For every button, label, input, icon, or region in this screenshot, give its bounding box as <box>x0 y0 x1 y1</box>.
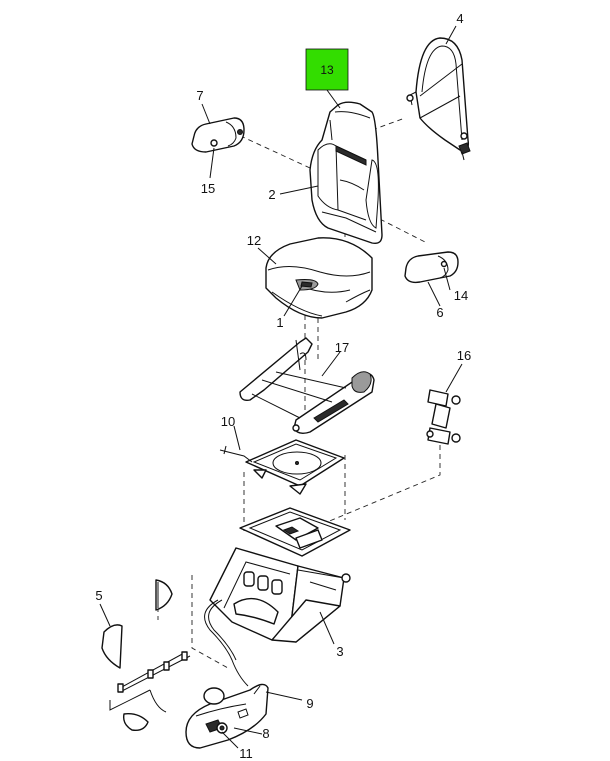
callout-8: 8 <box>262 726 269 741</box>
suspension-top-plate <box>239 507 351 557</box>
cable <box>204 599 249 687</box>
callout-3: 3 <box>336 644 343 659</box>
part-10-swivel-plate <box>219 439 345 495</box>
callout-12: 12 <box>247 233 261 248</box>
callout-14: 14 <box>454 288 468 303</box>
callout-7: 7 <box>196 88 203 103</box>
leader-lines <box>99 25 463 749</box>
callout-2: 2 <box>268 187 275 202</box>
highlight-label-13: 13 <box>320 63 334 77</box>
callout-numbers: 1 2 3 4 5 6 7 8 9 10 11 12 13 14 15 16 1… <box>95 11 471 761</box>
highlight-box-13 <box>305 48 349 91</box>
part-7-armrest-left <box>191 117 245 153</box>
callout-1: 1 <box>276 315 283 330</box>
part-4-backrest-frame <box>406 37 471 161</box>
part-13-seat-back <box>309 101 383 245</box>
part-16-shock-absorber <box>426 389 461 445</box>
part-5-cover <box>101 579 173 669</box>
part-12-seat-cushion <box>265 237 373 319</box>
callout-9: 9 <box>306 696 313 711</box>
callout-11: 11 <box>239 746 253 761</box>
callout-5: 5 <box>95 588 102 603</box>
part-3-suspension-base <box>209 547 351 643</box>
callout-17: 17 <box>335 340 349 355</box>
part-9-control-console <box>185 683 269 749</box>
callout-4: 4 <box>456 11 463 26</box>
part-17-seat-slide-frame <box>239 337 375 435</box>
callout-10: 10 <box>221 414 235 429</box>
part-6-armrest-right <box>404 251 459 284</box>
callout-15: 15 <box>201 181 215 196</box>
callout-6: 6 <box>436 305 443 320</box>
harness-linkage <box>109 651 191 732</box>
callout-16: 16 <box>457 348 471 363</box>
